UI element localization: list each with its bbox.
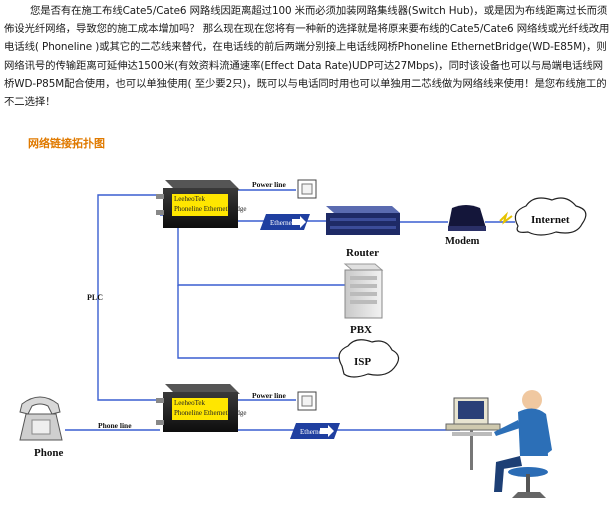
isp-cloud-icon xyxy=(338,339,400,378)
device-model-bottom: Phoneline EthernetBridge xyxy=(174,409,247,417)
power-outlet-bottom-icon xyxy=(297,391,317,411)
internet-cloud-icon xyxy=(514,197,587,236)
device-brand-top: LeeheoTek xyxy=(174,195,205,203)
power-line-top-label: Power line xyxy=(252,180,286,189)
phone-line-label: Phone line xyxy=(98,421,132,430)
power-line-bottom-label: Power line xyxy=(252,391,286,400)
wire-to-isp xyxy=(177,285,340,359)
lightning-icon xyxy=(499,211,513,225)
plc-label: PLC xyxy=(87,293,103,302)
plc-wire-main xyxy=(97,194,160,401)
bridge-device-top: LeeheoTek Phoneline EthernetBridge xyxy=(156,180,247,228)
modem-label: Modem xyxy=(445,236,480,247)
pbx-label: PBX xyxy=(350,324,372,336)
ethernet-cable-bottom-icon: Ethernet xyxy=(290,423,340,439)
device-model-top: Phoneline EthernetBridge xyxy=(174,205,247,213)
power-outlet-top-icon xyxy=(297,179,317,199)
telephone-icon xyxy=(19,396,63,441)
intro-text: 您是否有在施工布线Cate5/Cate6 网路线因距离超过100 米而必须加装网… xyxy=(4,5,610,109)
phone-label: Phone xyxy=(34,447,63,459)
internet-label: Internet xyxy=(531,214,570,226)
isp-label: ISP xyxy=(354,356,371,368)
router-label: Router xyxy=(346,247,379,259)
bridge-device-bottom: LeeheoTek Phoneline EthernetBridge xyxy=(156,384,247,432)
intro-paragraph: 您是否有在施工布线Cate5/Cate6 网路线因距离超过100 米而必须加装网… xyxy=(4,2,610,111)
pbx-server-icon xyxy=(343,263,384,319)
modem-icon xyxy=(448,205,486,231)
user-at-computer-icon xyxy=(445,390,552,498)
router-icon xyxy=(326,206,400,235)
device-brand-bottom: LeeheoTek xyxy=(174,399,205,407)
ethernet-cable-top-icon: Ethernet xyxy=(260,214,310,230)
topology-heading: 网络链接拓扑图 xyxy=(28,137,105,150)
ethernet-top-label: Ethernet xyxy=(270,219,294,227)
ethernet-bottom-label: Ethernet xyxy=(300,428,324,436)
